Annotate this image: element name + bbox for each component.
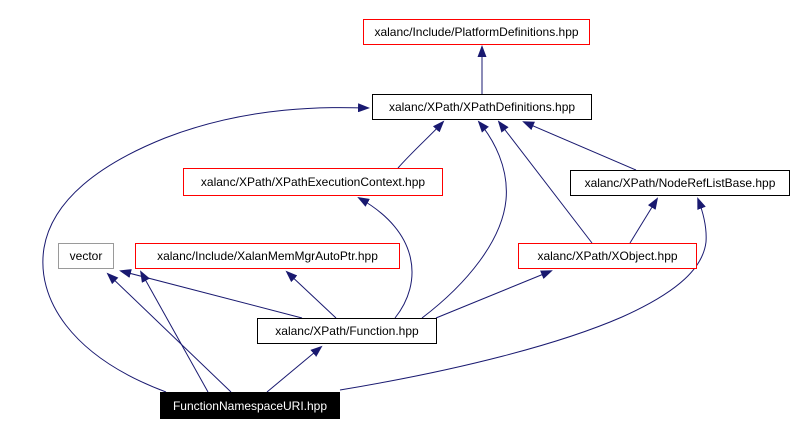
graph-node-label: xalanc/Include/PlatformDefinitions.hpp [374, 25, 579, 39]
graph-node-function-namespace-uri: FunctionNamespaceURI.hpp [160, 392, 340, 419]
graph-node-xalan-mem-mgr-auto-ptr[interactable]: xalanc/Include/XalanMemMgrAutoPtr.hpp [135, 243, 400, 269]
edge-function-namespace-uri-to-function [266, 345, 323, 393]
edge-xobject-to-node-ref-list-base [629, 197, 659, 244]
graph-node-label: xalanc/XPath/Function.hpp [275, 324, 419, 338]
graph-node-label: xalanc/XPath/XObject.hpp [537, 249, 678, 263]
graph-node-node-ref-list-base[interactable]: xalanc/XPath/NodeRefListBase.hpp [570, 170, 790, 196]
graph-node-label: xalanc/XPath/NodeRefListBase.hpp [584, 176, 776, 190]
graph-node-xobject[interactable]: xalanc/XPath/XObject.hpp [518, 243, 697, 269]
edge-function-namespace-uri-to-node-ref-list-base [339, 197, 707, 391]
edge-function-to-xalan-mem-mgr-auto-ptr [285, 270, 337, 319]
edge-function-namespace-uri-to-xalan-mem-mgr-auto-ptr [140, 270, 209, 393]
graph-node-label: vector [69, 249, 103, 263]
graph-node-label: xalanc/XPath/XPathDefinitions.hpp [388, 100, 576, 114]
edge-function-to-xpath-definitions [421, 120, 507, 319]
graph-node-xpath-definitions[interactable]: xalanc/XPath/XPathDefinitions.hpp [372, 94, 592, 120]
edge-xpath-execution-context-to-xpath-definitions [397, 120, 445, 169]
graph-node-label: xalanc/Include/XalanMemMgrAutoPtr.hpp [157, 249, 378, 263]
graph-node-vector: vector [58, 243, 114, 269]
graph-node-platform-definitions[interactable]: xalanc/Include/PlatformDefinitions.hpp [363, 19, 590, 45]
edge-function-to-vector [119, 269, 303, 319]
graph-node-function[interactable]: xalanc/XPath/Function.hpp [257, 318, 437, 344]
graph-node-label: xalanc/XPath/XPathExecutionContext.hpp [200, 175, 426, 189]
edge-function-to-xobject [435, 270, 553, 319]
graph-node-label: FunctionNamespaceURI.hpp [172, 398, 328, 413]
edge-node-ref-list-base-to-xpath-definitions [522, 121, 637, 171]
edge-function-namespace-uri-to-vector [106, 272, 232, 393]
graph-node-xpath-execution-context[interactable]: xalanc/XPath/XPathExecutionContext.hpp [183, 168, 443, 196]
